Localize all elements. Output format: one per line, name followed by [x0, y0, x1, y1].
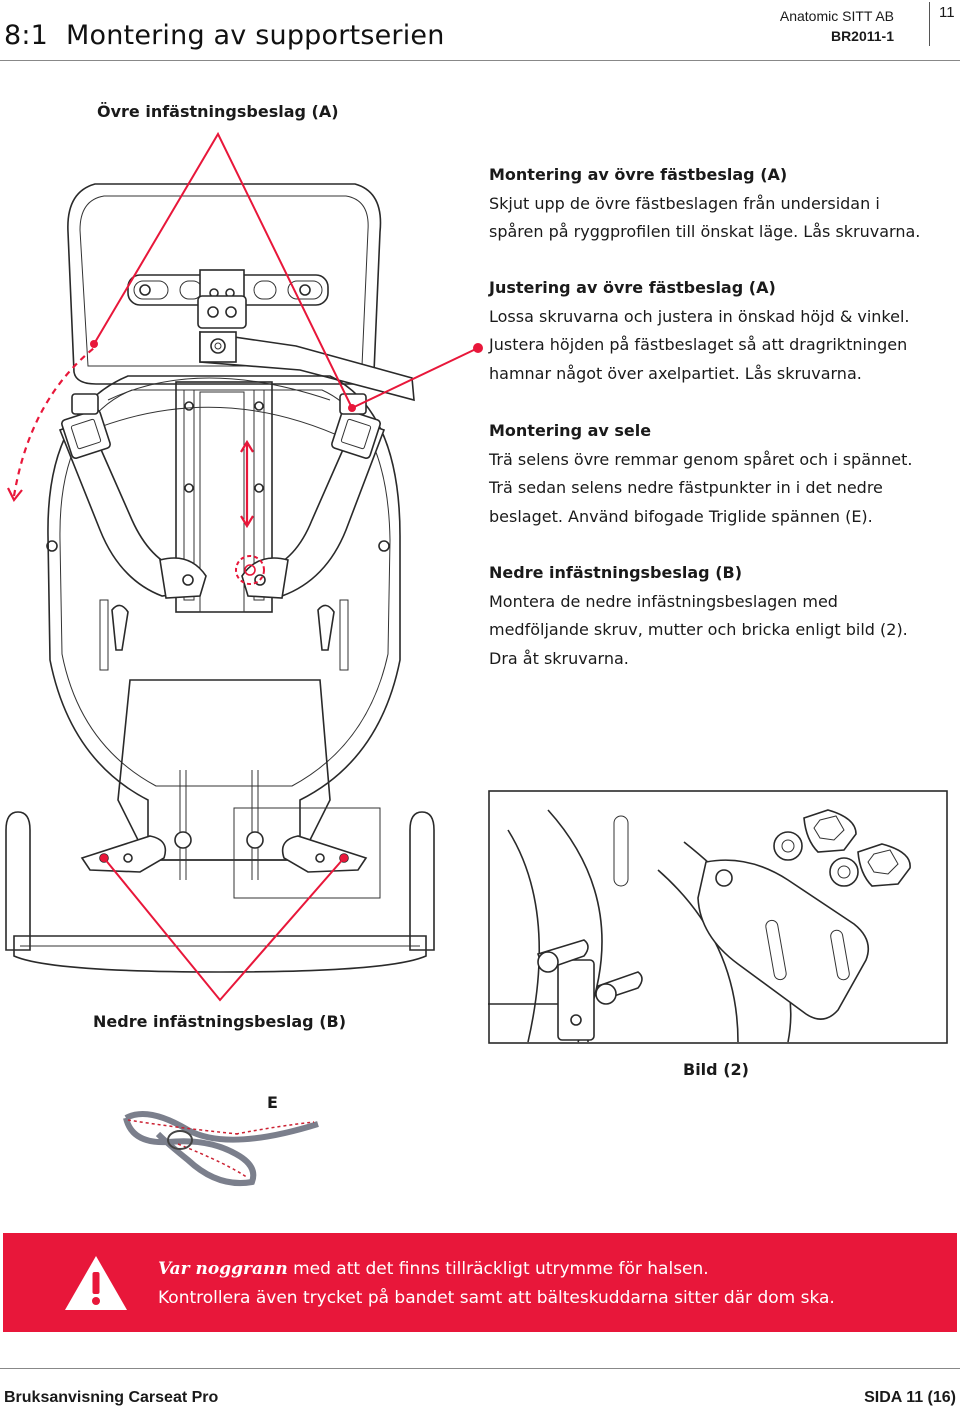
warning-triangle-icon	[65, 1256, 127, 1310]
header-rule	[0, 60, 960, 61]
instruction-upper-adjust: Justering av övre fästbeslag (A) Lossa s…	[489, 274, 949, 388]
lower-mounting-plate	[80, 679, 381, 899]
page-title: 8:1 Montering av supportserien	[4, 20, 445, 51]
side-clamps	[46, 540, 390, 671]
instruction-heading: Justering av övre fästbeslag (A)	[489, 278, 776, 297]
warning-box	[3, 1233, 957, 1332]
instruction-body: Trä selens övre remmar genom spåret och …	[489, 449, 913, 526]
angled-bracket-arm	[199, 331, 415, 402]
upper-bracket-label: Övre infästningsbeslag (A)	[97, 102, 339, 121]
footer-rule	[0, 1368, 960, 1369]
warning-line-2: Kontrollera även trycket på bandet samt …	[158, 1288, 835, 1308]
section-number: 8:1	[4, 20, 49, 51]
header-page-number: 11	[939, 4, 955, 21]
lower-callout-lines	[100, 854, 348, 1002]
section-title: Montering av supportserien	[66, 20, 445, 51]
warning-emphasis: Var noggrann	[158, 1259, 288, 1279]
footer-page-indicator: SIDA 11 (16)	[864, 1389, 956, 1406]
instruction-harness: Montering av sele Trä selens övre remmar…	[489, 417, 949, 531]
instruction-lower-bracket: Nedre infästningsbeslag (B) Montera de n…	[489, 559, 949, 673]
instruction-heading: Nedre infästningsbeslag (B)	[489, 563, 743, 582]
upper-bracket-bar	[127, 269, 329, 329]
document-code: BR2011-1	[830, 28, 894, 44]
warning-line-1: Var noggrann med att det finns tillräckl…	[158, 1255, 948, 1284]
upper-callout-lines	[90, 131, 483, 412]
lower-bracket-label: Nedre infästningsbeslag (B)	[93, 1012, 347, 1031]
buckle-e-label: E	[267, 1093, 278, 1112]
seat-base	[5, 811, 435, 973]
adjustment-arrows	[7, 347, 265, 585]
footer-manual-title: Bruksanvisning Carseat Pro	[4, 1389, 219, 1406]
instruction-body: Lossa skruvarna och justera in önskad hö…	[489, 306, 910, 383]
back-rail-profile	[175, 381, 273, 613]
seat-assembly-illustration	[5, 131, 483, 1002]
instruction-heading: Montering av sele	[489, 421, 652, 440]
instruction-body: Skjut upp de övre fästbeslagen från unde…	[489, 193, 921, 242]
instruction-body: Montera de nedre infästningsbeslagen med…	[489, 591, 908, 668]
detail-picture-2	[488, 790, 948, 1044]
warning-text: Var noggrann med att det finns tillräckl…	[158, 1255, 948, 1313]
instruction-heading: Montering av övre fästbeslag (A)	[489, 165, 788, 184]
triglide-buckle-illustration	[123, 1111, 319, 1186]
warning-line-1-rest: med att det finns tillräckligt utrymme f…	[287, 1259, 709, 1279]
picture-2-label: Bild (2)	[683, 1060, 749, 1079]
harness-straps	[58, 393, 386, 599]
company-name: Anatomic SITT AB	[779, 8, 894, 24]
header-company-block: Anatomic SITT AB BR2011-1	[780, 6, 894, 46]
header-divider	[929, 2, 930, 46]
instruction-upper-mount: Montering av övre fästbeslag (A) Skjut u…	[489, 161, 949, 247]
